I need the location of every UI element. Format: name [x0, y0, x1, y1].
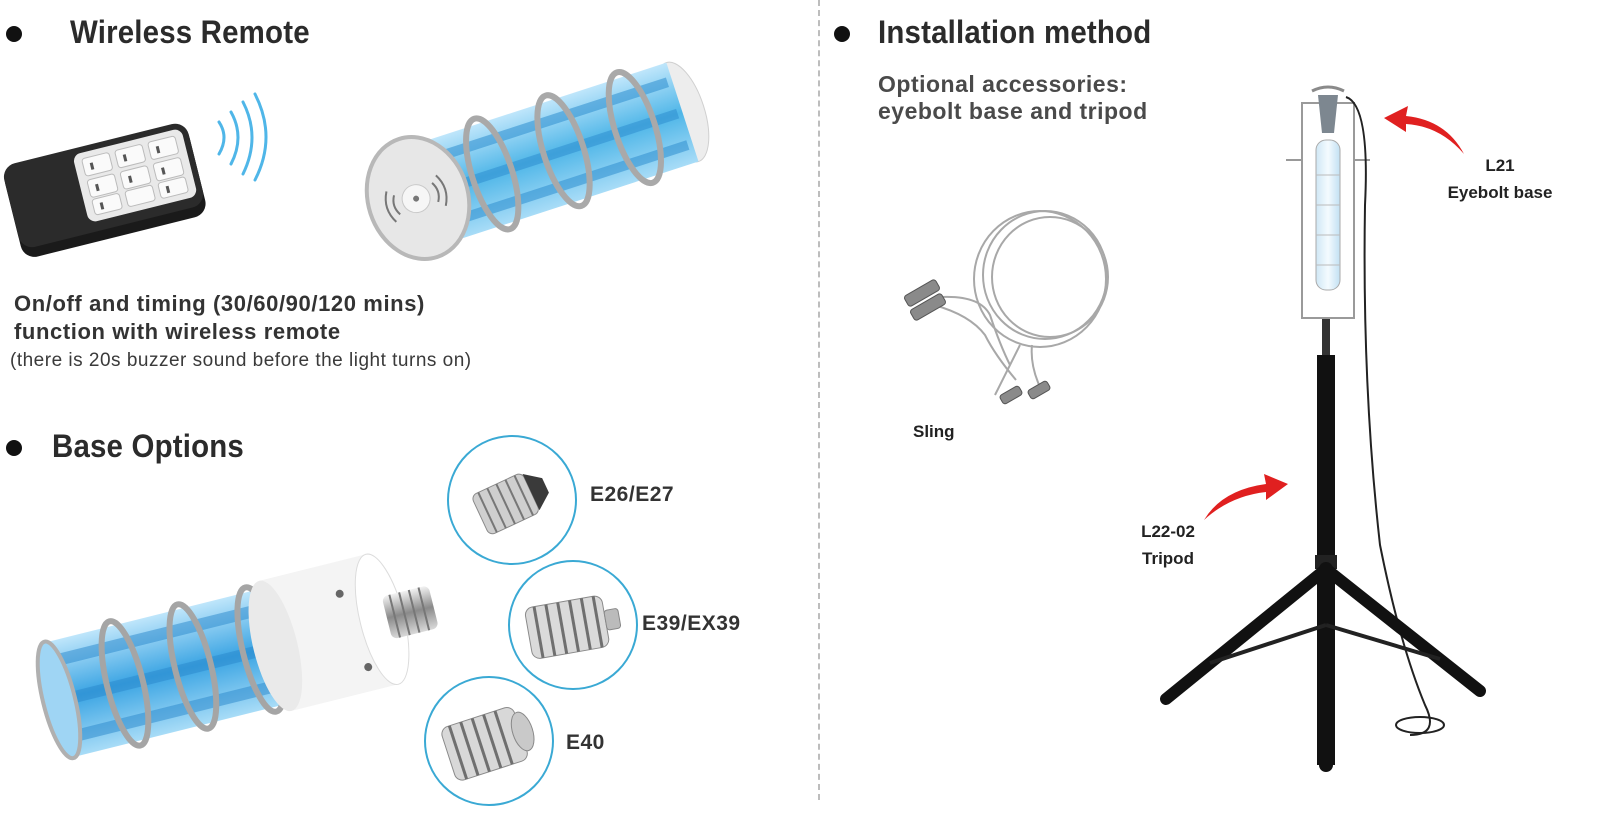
- e40-base-icon: [441, 707, 535, 781]
- base-label-e26-e27: E26/E27: [590, 483, 675, 506]
- wireless-signal-icon: [217, 92, 268, 182]
- tripod-stand-icon: [1160, 85, 1486, 772]
- tripod-arrow-icon: [1204, 474, 1288, 520]
- eyebolt-label: L21 Eyebolt base: [1440, 152, 1560, 206]
- installation-bullet: [834, 26, 850, 42]
- base-label-e40: E40: [566, 731, 605, 754]
- base-option-e40: [424, 676, 554, 806]
- wireless-description-line2: function with wireless remote: [14, 319, 341, 344]
- tripod-name: Tripod: [1142, 549, 1194, 568]
- base-options-heading: Base Options: [52, 428, 244, 464]
- eyebolt-code: L21: [1485, 156, 1515, 175]
- section-divider: [818, 0, 820, 800]
- tripod-code: L22-02: [1141, 522, 1195, 541]
- wireless-buzzer-note: (there is 20s buzzer sound before the li…: [10, 350, 472, 371]
- base-option-e39-ex39: [508, 560, 638, 690]
- tripod-label: L22-02 Tripod: [1120, 518, 1216, 572]
- accessories-subtitle-line2: eyebolt base and tripod: [878, 98, 1148, 124]
- sling-label: Sling: [913, 422, 955, 441]
- remote-control-icon: [3, 123, 206, 257]
- uv-lamp-base-icon: [35, 553, 438, 761]
- e39-ex39-base-icon: [524, 595, 622, 659]
- eyebolt-name: Eyebolt base: [1447, 183, 1553, 202]
- wireless-description-line1: On/off and timing (30/60/90/120 mins): [14, 291, 425, 316]
- base-options-bullet: [6, 440, 22, 456]
- base-option-e26-e27: [447, 435, 577, 565]
- uv-lamp-receiver-icon: [364, 61, 710, 261]
- wireless-bullet: [6, 26, 22, 42]
- eyebolt-arrow-icon: [1384, 106, 1464, 154]
- e26-e27-base-icon: [472, 473, 549, 535]
- base-label-e39-ex39: E39/EX39: [642, 612, 741, 635]
- wireless-remote-heading: Wireless Remote: [70, 14, 310, 50]
- installation-method-heading: Installation method: [878, 14, 1152, 50]
- accessories-subtitle-line1: Optional accessories:: [878, 71, 1128, 97]
- sling-icon: [904, 210, 1109, 405]
